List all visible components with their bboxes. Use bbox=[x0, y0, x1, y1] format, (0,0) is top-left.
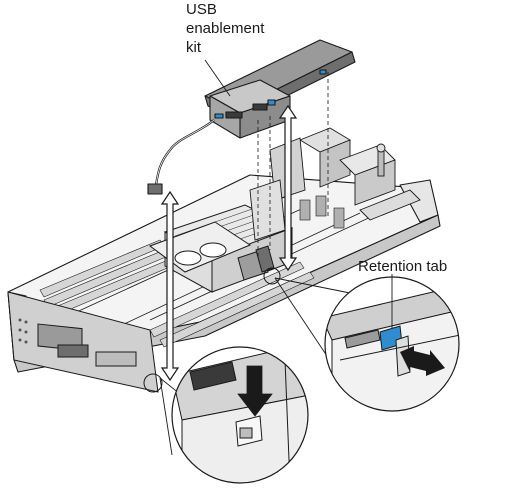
retention-tab-detail-inset bbox=[263, 267, 460, 412]
retention-tab-label: Retention tab bbox=[358, 258, 448, 275]
usb-kit-leader-line bbox=[204, 59, 231, 97]
usb-enablement-kit bbox=[147, 39, 356, 195]
up-down-arrow-right-icon bbox=[278, 104, 298, 272]
front-bezel bbox=[7, 291, 159, 393]
usb-label-line-2: enablement bbox=[186, 20, 265, 37]
slide-arrow-icon bbox=[400, 346, 445, 376]
usb-label-line-3: kit bbox=[186, 39, 201, 56]
air-baffle bbox=[148, 221, 252, 273]
latch-detail-inset bbox=[143, 346, 309, 484]
usb-enablement-kit-label: USB enablement kit bbox=[186, 0, 264, 57]
usb-label-line-1: USB bbox=[186, 1, 217, 18]
up-down-arrow-left-icon bbox=[160, 190, 180, 382]
usb-connector bbox=[237, 245, 275, 281]
push-down-arrow-icon bbox=[237, 365, 273, 417]
alignment-guides bbox=[257, 72, 329, 258]
system-board-components bbox=[249, 127, 421, 241]
